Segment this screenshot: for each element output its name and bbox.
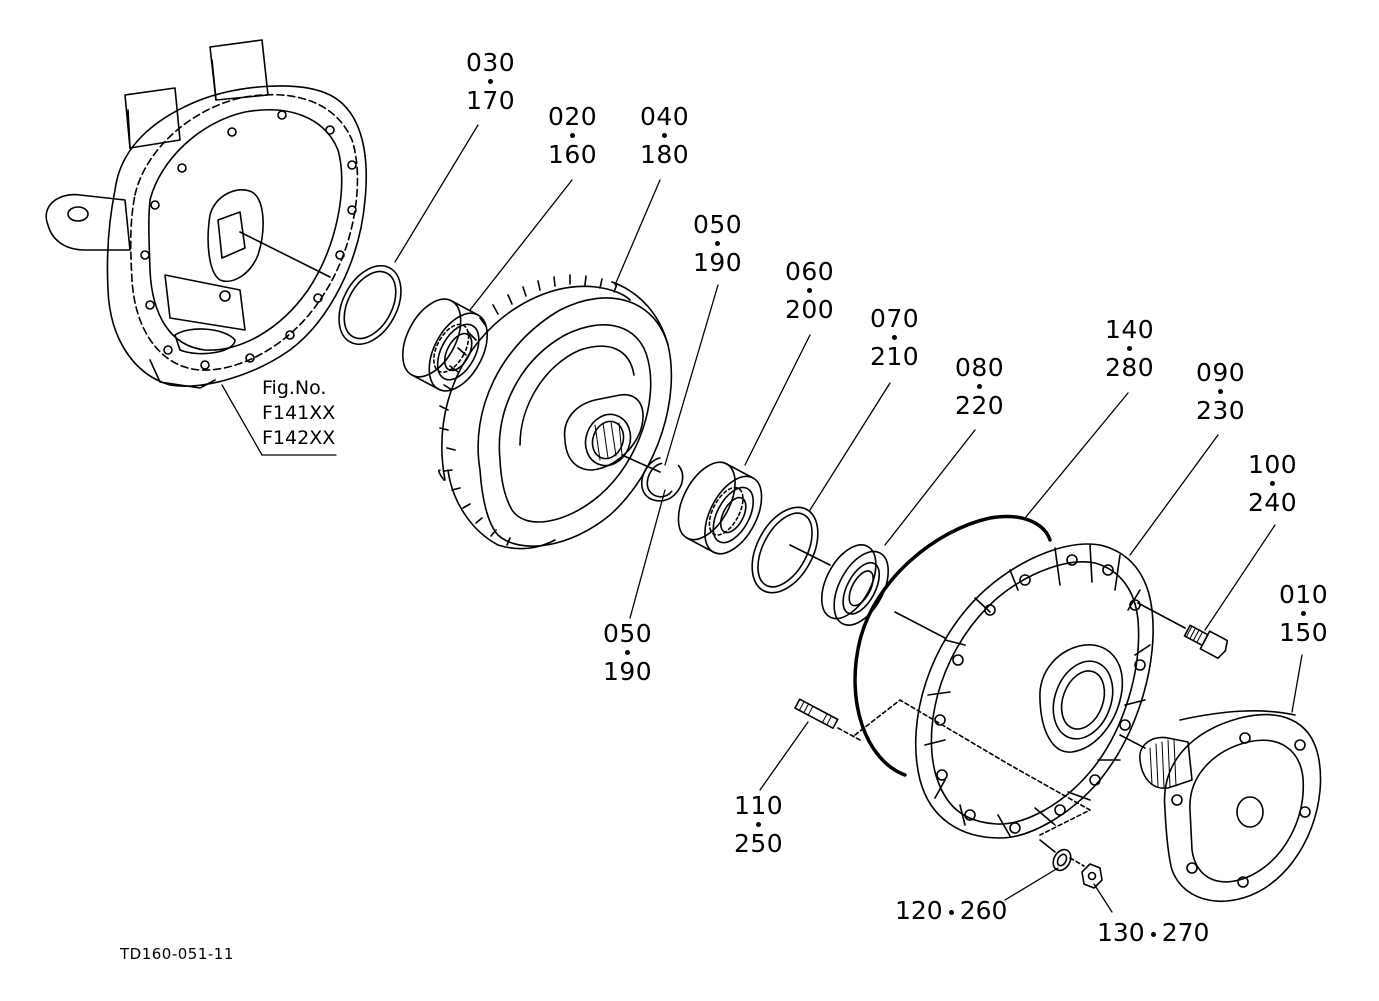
callout-dot bbox=[662, 133, 668, 138]
callout-top: 140 bbox=[1105, 315, 1155, 344]
callout-right: 260 bbox=[959, 896, 1008, 925]
callout-left: 130 bbox=[1097, 918, 1145, 947]
callout-030-170: 030 170 bbox=[466, 50, 515, 113]
callout-050-190-lower: 050 190 bbox=[603, 621, 652, 684]
callout-top: 020 bbox=[548, 102, 598, 131]
callout-top: 100 bbox=[1248, 450, 1298, 479]
housing-part bbox=[45, 39, 368, 389]
callout-dot bbox=[977, 384, 983, 389]
callout-070-210: 070 210 bbox=[870, 306, 919, 369]
axis-line bbox=[239, 231, 331, 278]
callout-060-200: 060 200 bbox=[785, 259, 834, 322]
circlip-050 bbox=[640, 457, 684, 502]
callout-bottom: 190 bbox=[603, 657, 653, 686]
callout-dot bbox=[1301, 611, 1307, 616]
callout-bottom: 200 bbox=[785, 295, 835, 324]
callout-bottom: 280 bbox=[1105, 353, 1155, 382]
ring-070 bbox=[751, 506, 819, 594]
figure-number-block: Fig.No. F141XX F142XX bbox=[262, 376, 335, 451]
washer-120 bbox=[1052, 848, 1072, 872]
callout-top: 070 bbox=[870, 304, 920, 333]
callout-dot bbox=[892, 335, 898, 340]
callout-dot bbox=[570, 133, 576, 138]
callout-dot bbox=[807, 288, 813, 293]
callout-dot bbox=[1150, 931, 1156, 937]
callout-top: 040 bbox=[640, 102, 690, 131]
drawing-code: TD160-051-11 bbox=[120, 945, 234, 963]
callout-090-230: 090 230 bbox=[1196, 360, 1245, 423]
callout-110-250: 110 250 bbox=[734, 793, 783, 856]
bevel-gear-040 bbox=[438, 274, 673, 550]
callout-dot bbox=[715, 241, 721, 246]
callout-bottom: 160 bbox=[548, 140, 598, 169]
callout-bottom: 240 bbox=[1248, 488, 1298, 517]
callout-top: 050 bbox=[693, 210, 743, 239]
callout-right: 270 bbox=[1161, 918, 1210, 947]
snap-ring-030 bbox=[338, 265, 402, 345]
o-ring-140 bbox=[853, 514, 1052, 777]
bearing-060 bbox=[677, 461, 763, 555]
bolt-100 bbox=[1183, 624, 1229, 660]
callout-bottom: 190 bbox=[693, 248, 743, 277]
callout-bottom: 220 bbox=[955, 391, 1005, 420]
callout-050-190-upper: 050 190 bbox=[693, 212, 742, 275]
callout-bottom: 170 bbox=[466, 86, 516, 115]
callout-140-280: 140 280 bbox=[1105, 317, 1154, 380]
callout-top: 080 bbox=[955, 353, 1005, 382]
callout-dot bbox=[1127, 346, 1133, 351]
leader-lines bbox=[221, 124, 1303, 913]
figure-number-2: F142XX bbox=[262, 427, 336, 449]
callout-top: 060 bbox=[785, 257, 835, 286]
callout-dot bbox=[625, 650, 631, 655]
oil-seal-080 bbox=[821, 544, 889, 626]
callout-bottom: 230 bbox=[1196, 396, 1246, 425]
callout-top: 090 bbox=[1196, 358, 1246, 387]
callout-top: 050 bbox=[603, 619, 653, 648]
cover-090 bbox=[854, 543, 1154, 839]
callout-040-180: 040 180 bbox=[640, 104, 689, 167]
callout-dot bbox=[948, 909, 954, 915]
figure-label: Fig.No. bbox=[262, 377, 327, 399]
callout-100-240: 100 240 bbox=[1248, 452, 1297, 515]
callout-bottom: 150 bbox=[1279, 618, 1329, 647]
callout-bottom: 210 bbox=[870, 342, 920, 371]
stud-110 bbox=[794, 698, 839, 730]
callout-left: 120 bbox=[895, 896, 943, 925]
callout-bottom: 180 bbox=[640, 140, 690, 169]
callout-dot bbox=[1218, 389, 1224, 394]
flange-shaft-010 bbox=[1139, 710, 1322, 903]
callout-top: 010 bbox=[1279, 580, 1329, 609]
nut-130 bbox=[1081, 863, 1103, 889]
axis-line-2 bbox=[621, 454, 661, 473]
callout-010-150: 010 150 bbox=[1279, 582, 1328, 645]
callout-top: 110 bbox=[734, 791, 784, 820]
callout-dot bbox=[756, 822, 762, 827]
callout-top: 030 bbox=[466, 48, 516, 77]
callout-dot bbox=[488, 79, 494, 84]
bearing-020 bbox=[402, 298, 488, 392]
callout-020-160: 020 160 bbox=[548, 104, 597, 167]
callout-080-220: 080 220 bbox=[955, 355, 1004, 418]
callout-dot bbox=[1270, 481, 1276, 486]
callout-bottom: 250 bbox=[734, 829, 784, 858]
figure-number-1: F141XX bbox=[262, 402, 336, 424]
callout-120-260: 120 260 bbox=[895, 898, 1007, 923]
callout-130-270: 130 270 bbox=[1097, 920, 1209, 945]
